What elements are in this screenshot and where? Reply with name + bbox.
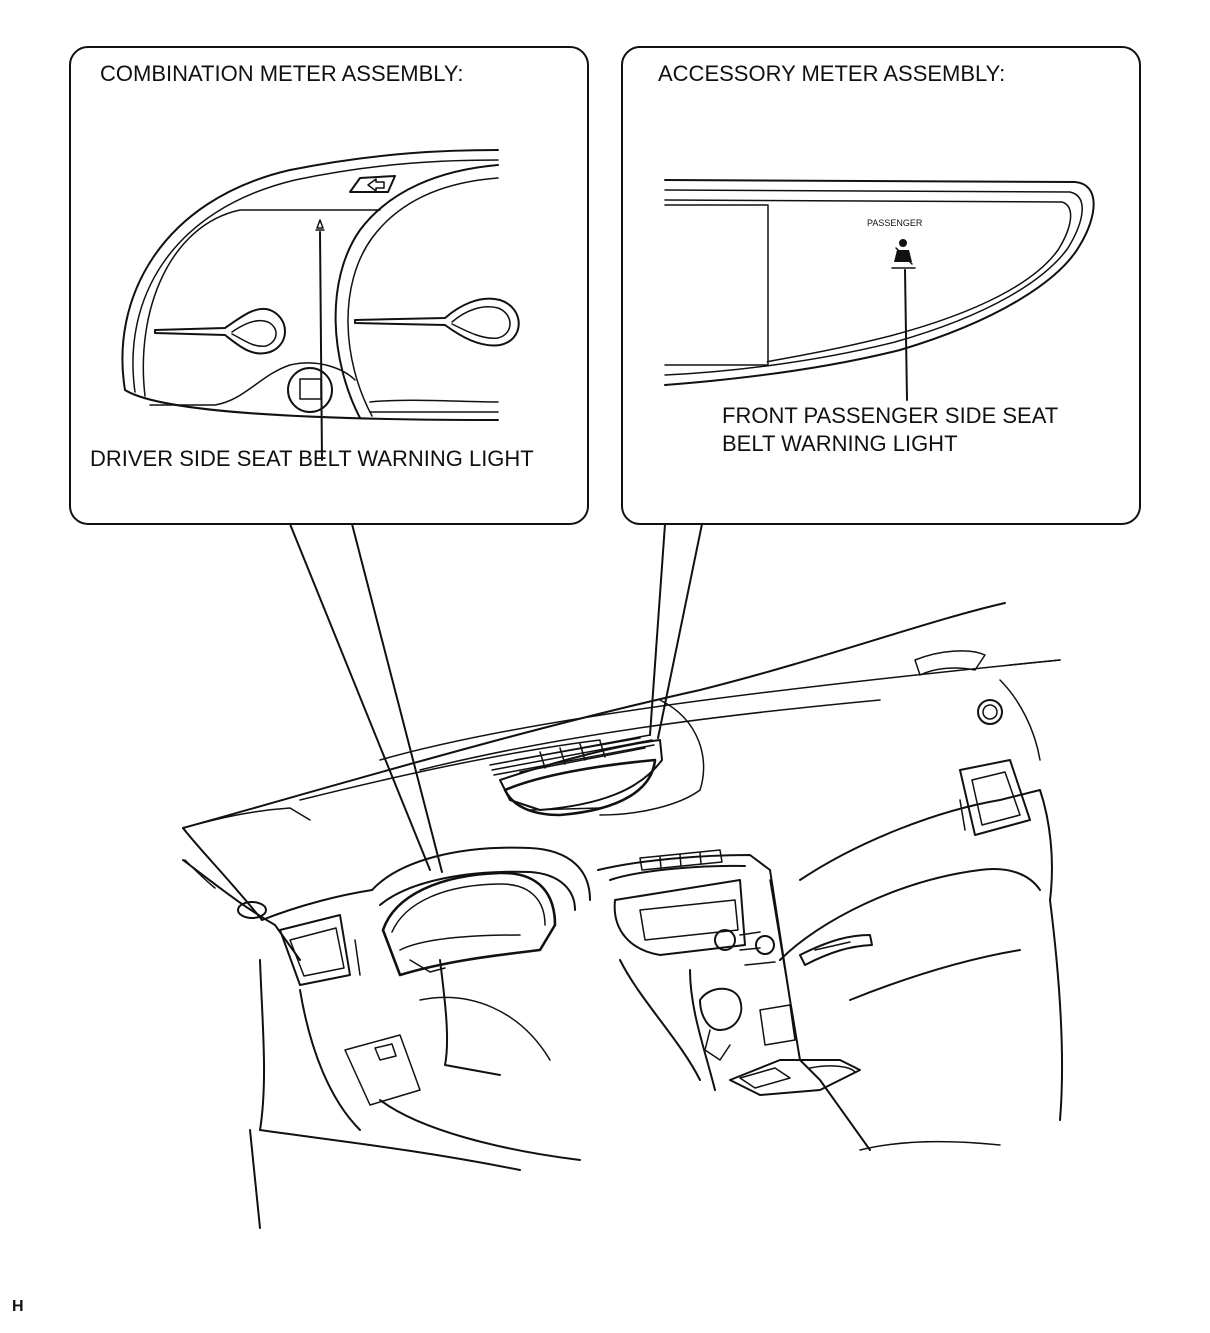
passenger-panel-text: PASSENGER [867, 218, 923, 228]
callout-pointers [289, 523, 703, 873]
driver-seat-belt-label: DRIVER SIDE SEAT BELT WARNING LIGHT [90, 446, 534, 471]
seat-belt-warning-icon [315, 219, 325, 231]
turn-signal-arrow-icon [367, 178, 385, 192]
accessory-meter-title: ACCESSORY METER ASSEMBLY: [658, 61, 1005, 86]
corner-code: H [12, 1298, 24, 1315]
accessory-meter-grille [489, 734, 655, 776]
combination-meter-drawing [121, 149, 520, 421]
callout-box-combination-meter: COMBINATION METER ASSEMBLY: DRIVER SIDE … [69, 46, 589, 525]
passenger-seat-belt-label-line2: BELT WARNING LIGHT [722, 431, 958, 456]
accessory-meter-drawing: PASSENGER [664, 179, 1095, 386]
passenger-seat-belt-label-line1: FRONT PASSENGER SIDE SEAT [722, 403, 1058, 428]
passenger-seat-belt-icon [891, 239, 916, 269]
dashboard-illustration [182, 602, 1063, 1229]
combination-meter-title: COMBINATION METER ASSEMBLY: [100, 61, 463, 86]
callout-box-accessory-meter: PASSENGER ACCESSORY METER ASSEMBLY: FRON… [621, 46, 1141, 525]
